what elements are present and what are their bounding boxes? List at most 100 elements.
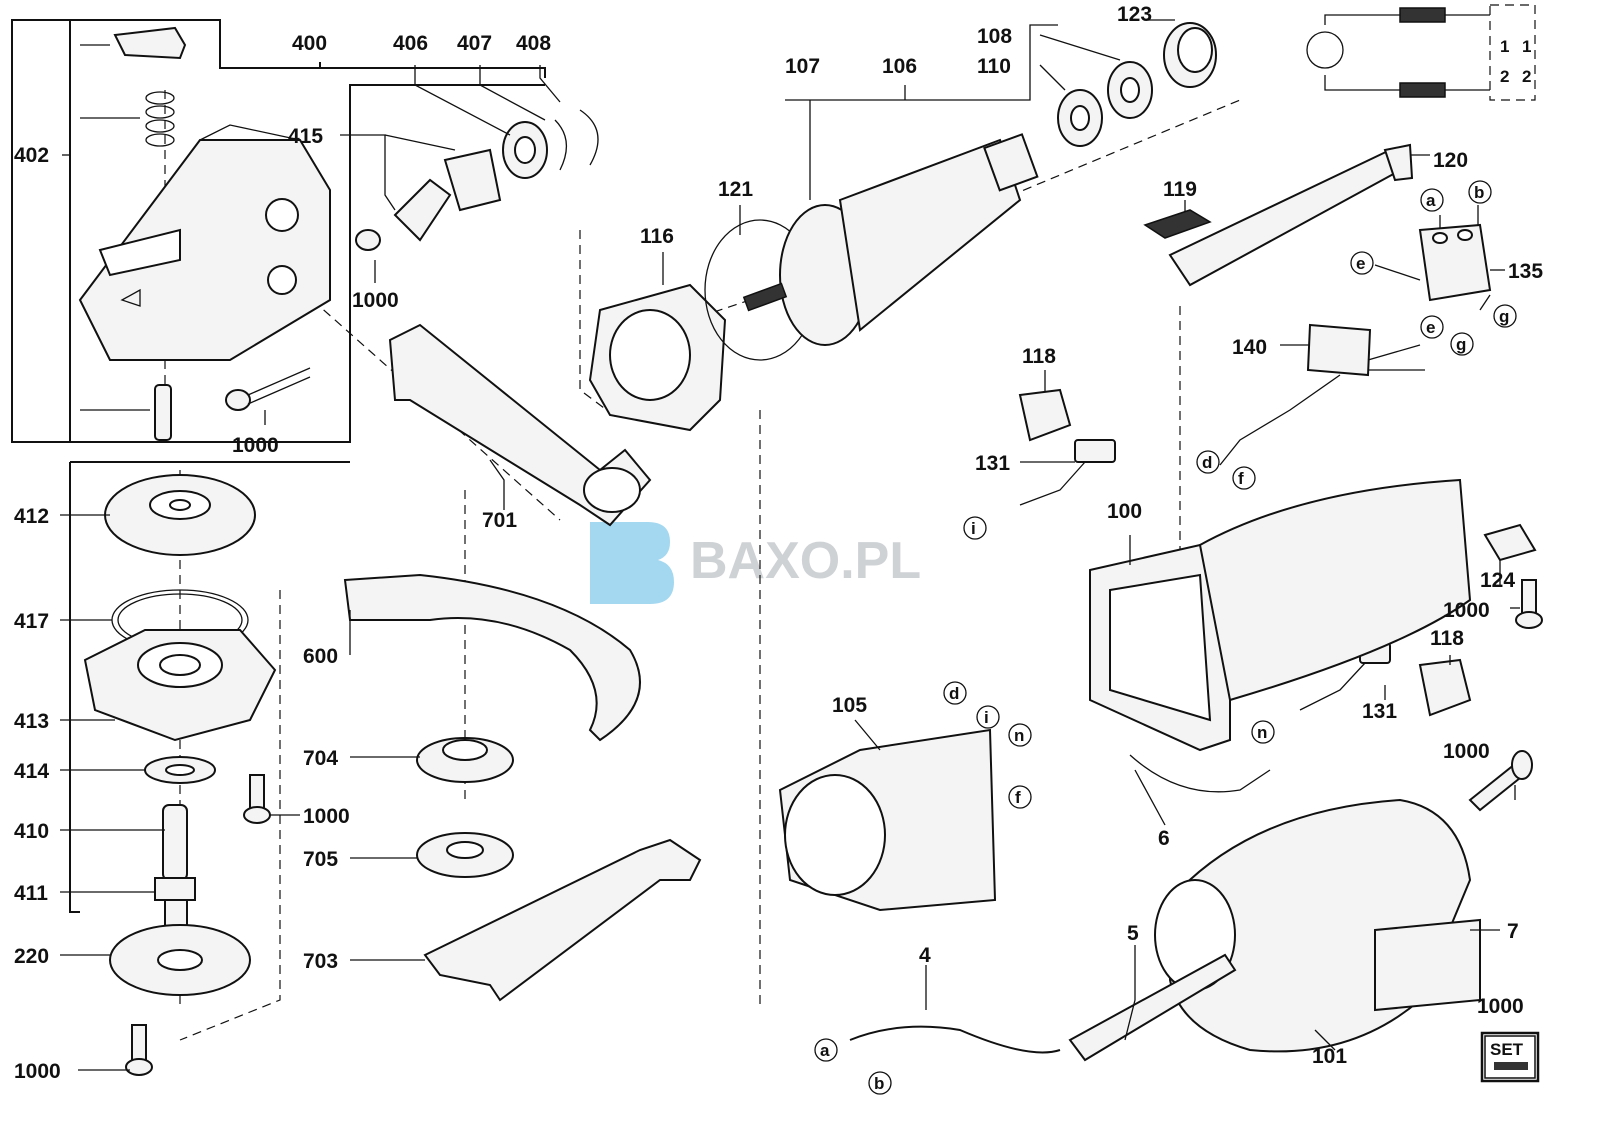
letter-i-field: i [984,708,989,727]
callout-5: 5 [1127,922,1139,945]
callout-105: 105 [832,694,867,717]
letter-b-cable: b [874,1074,884,1093]
brush-holder-118-right [1418,658,1472,717]
side-handle-701 [388,323,652,527]
brush-131-top [1019,439,1116,506]
clamp-124 [1483,523,1537,562]
callout-1000-flange: 1000 [303,805,350,828]
flange-704 [416,737,514,783]
letter-n-brush: n [1257,723,1267,742]
callout-119: 119 [1163,178,1197,201]
switch-slider-119 [1143,209,1212,239]
schematic-label-1b: 1 [1522,37,1531,56]
leader-lines [60,19,1520,1071]
callout-123: 123 [1117,3,1152,26]
callout-107: 107 [785,55,820,78]
callout-121: 121 [718,178,753,201]
callout-414: 414 [14,760,49,783]
callout-131-top: 131 [975,452,1010,475]
callout-101: 101 [1312,1045,1347,1068]
callout-415: 415 [288,125,323,148]
crown-gear-412 [104,474,256,556]
letter-e-switch: e [1356,254,1365,273]
callout-1000-rear: 1000 [1443,740,1490,763]
letter-i-brush: i [971,519,976,538]
letter-g-switch: g [1499,307,1509,326]
protection-plate-220 [109,924,251,996]
letter-a-cable: a [820,1041,830,1060]
letter-d-cap: d [1202,453,1212,472]
armature-107 [742,133,1039,346]
schematic-label-2b: 2 [1522,67,1531,86]
callout-412: 412 [14,505,49,528]
spindle-lock-button [113,26,187,60]
letter-b-switch: b [1474,183,1484,202]
set-badge-text: SET [1490,1040,1524,1059]
callout-124: 124 [1480,569,1515,592]
spanner-703 [423,838,702,1002]
letter-e-cap: e [1426,318,1435,337]
bearing-108 [1107,61,1153,119]
bracket-400-group [11,19,546,913]
lock-pin [154,384,172,441]
callout-402: 402 [14,144,49,167]
screw-1000-rear [1468,750,1533,812]
schematic-label-2a: 2 [1500,67,1509,86]
callout-413: 413 [14,710,49,733]
callout-4: 4 [919,944,931,967]
bearing-110 [1057,89,1103,147]
callout-7: 7 [1507,920,1519,943]
callout-118-top: 118 [1022,345,1056,368]
callout-108: 108 [977,25,1012,48]
screw-1000-top [225,367,311,411]
callout-140: 140 [1232,336,1267,359]
bearing-406 [502,121,548,179]
letter-callouts: a b e g e g d f i n d i n f a b [814,180,1517,1095]
fan-baffle-116 [588,283,727,432]
callout-106: 106 [882,55,917,78]
spring [145,91,175,147]
bearing-cup-123 [1163,22,1217,88]
screw-1000-flange [243,774,271,824]
bearing-flange-413 [83,629,277,742]
switch-135 [1418,223,1492,302]
letter-a-switch: a [1426,191,1436,210]
nut-705 [416,832,514,878]
cable-sleeve-5 [1068,953,1237,1062]
callout-110: 110 [977,55,1011,78]
callout-220: 220 [14,945,49,968]
callout-131-right: 131 [1362,700,1397,723]
schematic-label-1a: 1 [1500,37,1509,56]
brush-holder-118-top [1018,388,1072,442]
set-badge: SET [1480,1031,1540,1083]
letter-f-cap: f [1238,469,1244,488]
switch-rod-120 [1168,143,1414,287]
callout-118-right: 118 [1430,627,1464,650]
insulation-6 [1129,754,1271,793]
bevel-pinion [355,148,502,251]
guard-600 [343,573,641,742]
watermark-logo: BAXO.PL [590,522,921,604]
callout-1000-nut: 1000 [352,289,399,312]
callout-1000-set: 1000 [1477,995,1524,1018]
capacitor-140 [1219,323,1425,466]
washer-414 [144,756,216,784]
letter-g-cap: g [1456,335,1466,354]
callout-1000-clamp: 1000 [1443,599,1490,622]
callout-100: 100 [1107,500,1142,523]
callout-417: 417 [14,610,49,633]
callout-407: 407 [457,32,492,55]
callout-600: 600 [303,645,338,668]
label-7 [1374,918,1481,1012]
callout-400: 400 [292,32,327,55]
gear-head-housing [78,124,331,361]
callout-labels: 400 406 407 408 402 415 1000 1000 412 41… [14,3,1543,1083]
letter-f-field: f [1015,788,1021,807]
callout-120: 120 [1433,149,1468,172]
letter-n-field: n [1014,726,1024,745]
callout-701: 701 [482,509,517,532]
screw-1000-bottom [125,1024,153,1076]
retaining-ring-407-408 [554,109,599,171]
